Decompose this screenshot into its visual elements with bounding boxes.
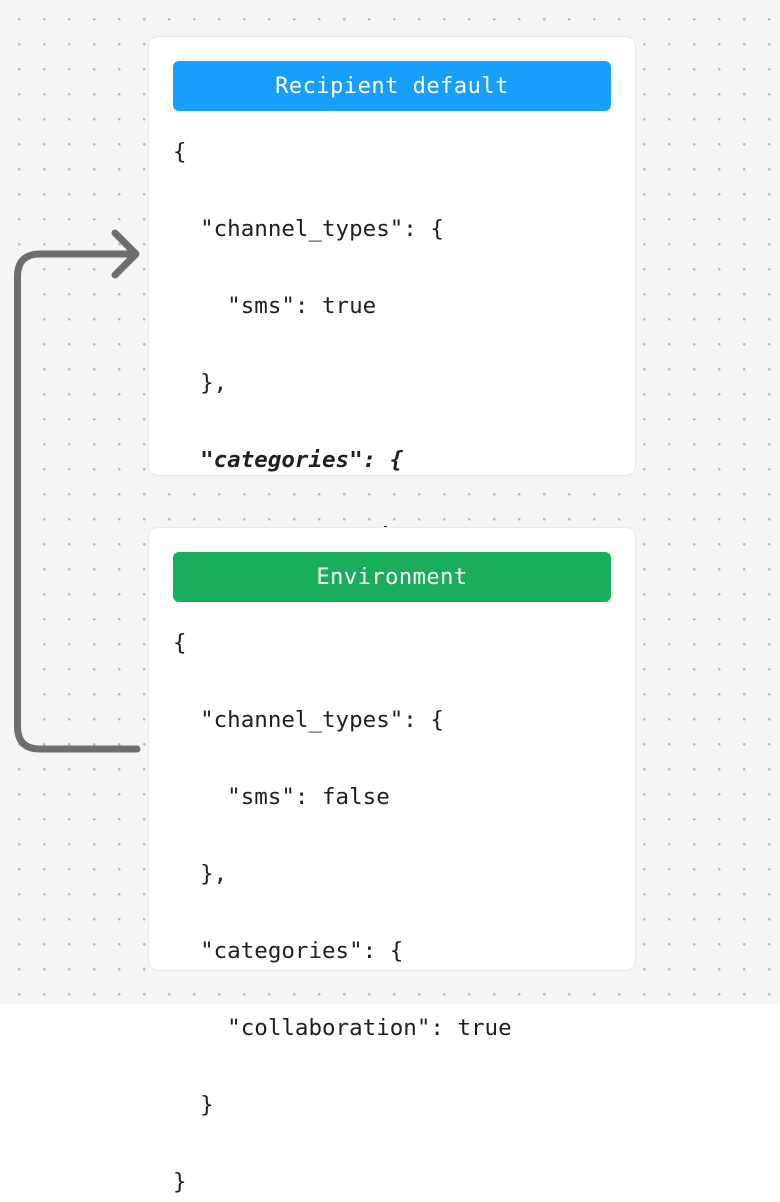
code-line: } [173,1092,214,1118]
code-line: "categories": { [173,938,404,964]
card-header-environment: Environment [173,552,611,602]
inheritance-arrow-path [14,250,141,753]
code-line: "channel_types": { [173,216,444,242]
card-title-environment: Environment [316,564,468,590]
arrowhead-icon [111,229,140,279]
code-line: }, [173,370,228,396]
code-line: "categories": { [173,447,404,473]
code-line: "sms": true [173,293,377,319]
code-line: "collaboration": true [173,1015,512,1041]
code-line: { [173,139,187,165]
card-environment[interactable]: Environment { "channel_types": { "sms": … [148,527,636,1195]
json-preference-environment: { "channel_types": { "sms": false }, "ca… [173,624,611,1202]
code-line: { [173,630,187,656]
code-line: "sms": false [173,784,390,810]
card-header-recipient-default: Recipient default [173,61,611,111]
card-title-recipient-default: Recipient default [275,73,509,99]
code-line: "channel_types": { [173,707,444,733]
card-recipient-default[interactable]: Recipient default { "channel_types": { "… [148,36,636,704]
code-line: }, [173,861,228,887]
code-line: } [173,1169,187,1195]
